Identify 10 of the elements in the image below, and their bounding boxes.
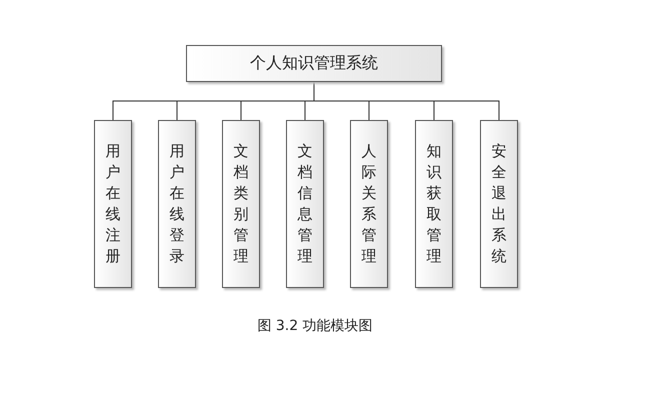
module-box: 用户在线登录 bbox=[158, 120, 196, 288]
module-box: 用户在线注册 bbox=[94, 120, 132, 288]
connector-line bbox=[314, 82, 500, 120]
module-box: 知识获取管理 bbox=[415, 120, 453, 288]
module-box: 人际关系管理 bbox=[350, 120, 388, 288]
module-box: 安全退出系统 bbox=[480, 120, 518, 288]
system-box: 个人知识管理系统 bbox=[186, 45, 442, 82]
module-box: 文档类别管理 bbox=[222, 120, 260, 288]
module-box: 文档信息管理 bbox=[286, 120, 324, 288]
caption: 图 3.2 功能模块图 bbox=[256, 317, 374, 335]
